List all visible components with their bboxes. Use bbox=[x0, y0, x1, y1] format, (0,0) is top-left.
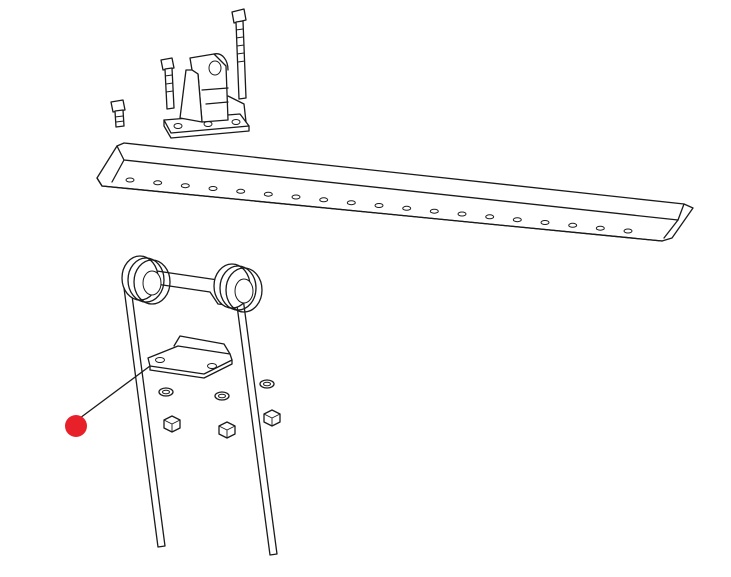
tine-leg-left bbox=[123, 287, 166, 548]
bar-hole bbox=[457, 211, 467, 217]
bar-hole bbox=[512, 217, 522, 223]
nut bbox=[218, 421, 236, 439]
spring-tine bbox=[121, 255, 278, 556]
nuts bbox=[163, 409, 281, 439]
bar-hole bbox=[125, 177, 135, 183]
bar-hole bbox=[263, 191, 273, 197]
bar-hole bbox=[568, 222, 578, 228]
bar-hole bbox=[346, 200, 356, 206]
coil-left bbox=[121, 255, 171, 305]
tine-leg-right bbox=[235, 297, 278, 556]
bar-hole bbox=[153, 180, 163, 186]
bar-hole bbox=[208, 186, 218, 191]
bar-hole bbox=[429, 208, 439, 214]
washers bbox=[158, 379, 275, 401]
nut bbox=[163, 415, 181, 433]
bar-hole bbox=[291, 194, 301, 200]
tine-bar bbox=[96, 142, 694, 242]
bar-hole bbox=[374, 203, 384, 208]
bar-hole bbox=[236, 188, 246, 194]
coil-right bbox=[213, 263, 263, 313]
bar-hole bbox=[180, 183, 190, 189]
clamp-plate bbox=[147, 335, 233, 379]
bar-hole bbox=[402, 205, 412, 211]
bar-hole bbox=[540, 220, 550, 225]
bolt-middle bbox=[160, 57, 175, 110]
tine-bar-holes bbox=[125, 177, 633, 234]
washer bbox=[259, 379, 275, 389]
bar-hole bbox=[595, 225, 605, 231]
leader-line bbox=[79, 365, 151, 419]
bolt-small bbox=[110, 99, 126, 128]
washer bbox=[158, 387, 174, 397]
washer bbox=[214, 391, 230, 401]
bar-hole bbox=[623, 228, 633, 234]
bracket-assembly bbox=[110, 8, 250, 139]
bracket-upright bbox=[179, 53, 247, 123]
bar-hole bbox=[485, 214, 495, 220]
nut bbox=[263, 409, 281, 427]
callout-marker[interactable] bbox=[65, 415, 87, 437]
bar-hole bbox=[319, 197, 329, 203]
bolt-long bbox=[231, 8, 247, 100]
